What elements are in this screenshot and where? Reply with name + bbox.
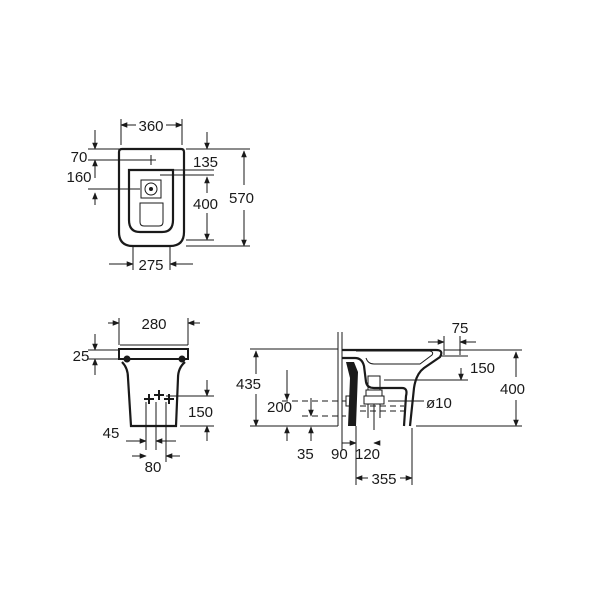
- dim-120: 120: [355, 446, 380, 463]
- dim-570: 570: [229, 190, 254, 207]
- top-view: 360 70 160 135 400 570 275: [66, 118, 254, 274]
- drain-circle: [144, 182, 158, 196]
- dim-200: 200: [267, 399, 292, 416]
- dim-70: 70: [71, 149, 88, 166]
- dim-435: 435: [236, 376, 261, 393]
- drain-center: [149, 187, 153, 191]
- dim-35: 35: [297, 446, 314, 463]
- dim-75: 75: [452, 320, 469, 337]
- drain-square: [140, 179, 162, 199]
- tap-holes: [144, 390, 174, 404]
- dim-o10: ø10: [426, 395, 452, 412]
- top-view-outline: [117, 147, 186, 248]
- front-view: 280 25 150 45 80: [73, 316, 214, 476]
- dim-355: 355: [371, 471, 396, 488]
- front-body: [121, 361, 186, 428]
- dim-135: 135: [193, 154, 218, 171]
- front-rim: [118, 348, 189, 360]
- dim-400-side: 400: [500, 381, 525, 398]
- dim-80: 80: [145, 459, 162, 476]
- top-view-bowl: [127, 168, 175, 234]
- dim-160: 160: [66, 169, 91, 186]
- dim-90: 90: [331, 446, 348, 463]
- dim-360: 360: [138, 118, 163, 135]
- dim-150-side: 150: [470, 360, 495, 377]
- side-view: 75 150 400 435 200 35 ø10: [236, 320, 525, 488]
- dim-150-front: 150: [188, 404, 213, 421]
- dim-400-top: 400: [193, 196, 218, 213]
- dim-25: 25: [73, 348, 90, 365]
- dim-280: 280: [141, 316, 166, 333]
- top-view-inner-bowl: [139, 202, 164, 227]
- dim-275: 275: [138, 257, 163, 274]
- side-bowl-lip: [356, 350, 434, 365]
- dim-45: 45: [103, 425, 120, 442]
